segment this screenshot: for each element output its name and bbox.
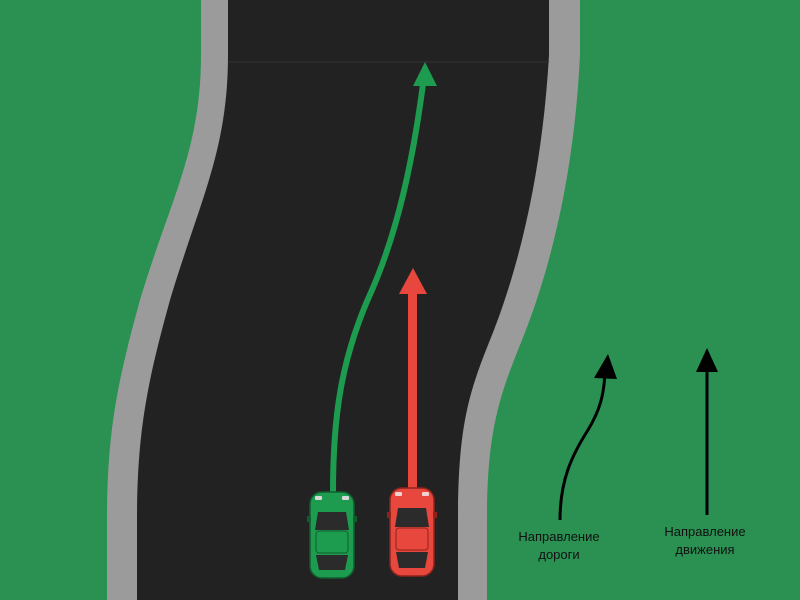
red-arrowhead [399, 268, 427, 294]
movement-direction-legend-arrowhead [696, 348, 718, 372]
green-car [307, 491, 357, 579]
road-asphalt [137, 0, 549, 600]
movement-direction-label: Направление движения [635, 523, 775, 559]
road-direction-label-line2: дороги [538, 547, 580, 562]
red-trajectory-arrow [408, 290, 417, 490]
red-car [387, 487, 437, 577]
road-direction-label: Направление дороги [489, 528, 629, 564]
road-direction-label-line1: Направление [518, 529, 600, 544]
road-direction-legend-arrowhead [594, 354, 617, 379]
green-arrowhead [413, 62, 437, 86]
green-trajectory-arrow [330, 81, 426, 495]
movement-direction-label-line2: движения [675, 542, 735, 557]
road-direction-legend-arrow [558, 371, 607, 521]
movement-direction-label-line1: Направление [664, 524, 746, 539]
